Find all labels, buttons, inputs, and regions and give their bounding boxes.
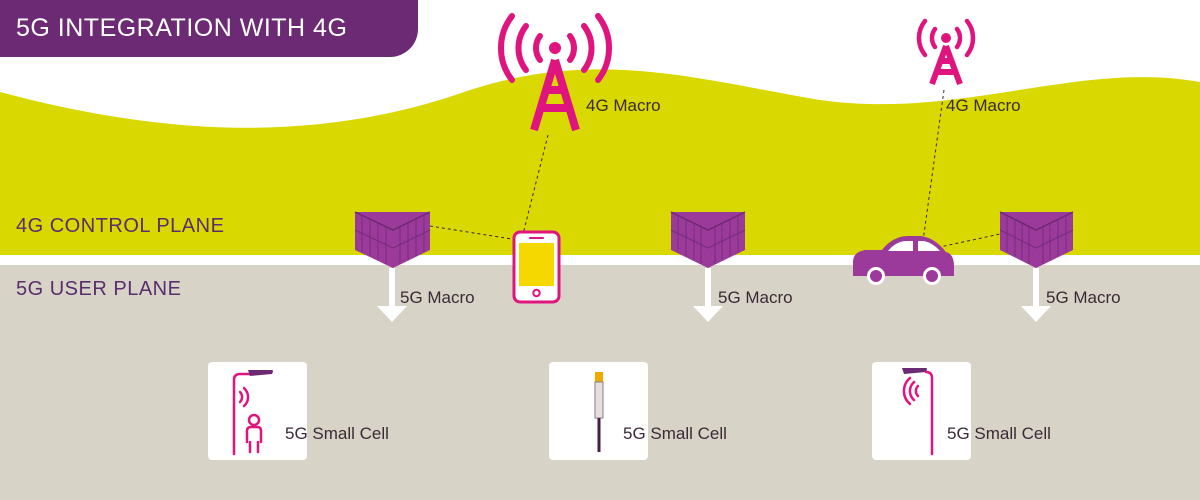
small-cell-card-3: 5G Small Cell [872, 362, 1051, 460]
building-node-1-icon [354, 211, 431, 268]
user-plane-label: 5G USER PLANE [16, 278, 182, 300]
macro-tower-1-icon [497, 13, 613, 132]
link-node1-phone [429, 225, 519, 241]
building-node-3-icon [999, 211, 1074, 268]
small-cell-2-label: 5G Small Cell [623, 424, 727, 443]
node-3-label: 5G Macro [1046, 288, 1121, 307]
node-1-label: 5G Macro [400, 288, 475, 307]
car-icon [853, 236, 954, 285]
plane-separator [0, 255, 1200, 265]
building-node-2-icon [670, 211, 746, 268]
pole-small-cell-icon [594, 372, 604, 452]
macro-tower-2-icon [916, 18, 976, 86]
street-light-icon [902, 368, 934, 456]
down-arrow-3-icon [1021, 268, 1051, 322]
control-plane-label: 4G CONTROL PLANE [16, 215, 225, 237]
small-cell-1-label: 5G Small Cell [285, 424, 389, 443]
smartphone-icon [512, 230, 561, 304]
macro-tower-1-label: 4G Macro [586, 96, 661, 115]
small-cell-card-2: 5G Small Cell [549, 362, 727, 460]
down-arrows [377, 268, 1051, 322]
diagram-title: 5G INTEGRATION WITH 4G [16, 14, 348, 42]
control-plane-band [0, 69, 1200, 255]
down-arrow-2-icon [693, 268, 723, 322]
link-tower2-car [921, 89, 945, 249]
small-cell-3-label: 5G Small Cell [947, 424, 1051, 443]
small-cell-card-1: 5G Small Cell [208, 362, 389, 460]
title-banner: 5G INTEGRATION WITH 4G [0, 0, 418, 57]
down-arrow-1-icon [377, 268, 407, 322]
node-2-label: 5G Macro [718, 288, 793, 307]
street-light-with-person-icon [232, 370, 273, 456]
macro-tower-2-label: 4G Macro [946, 96, 1021, 115]
